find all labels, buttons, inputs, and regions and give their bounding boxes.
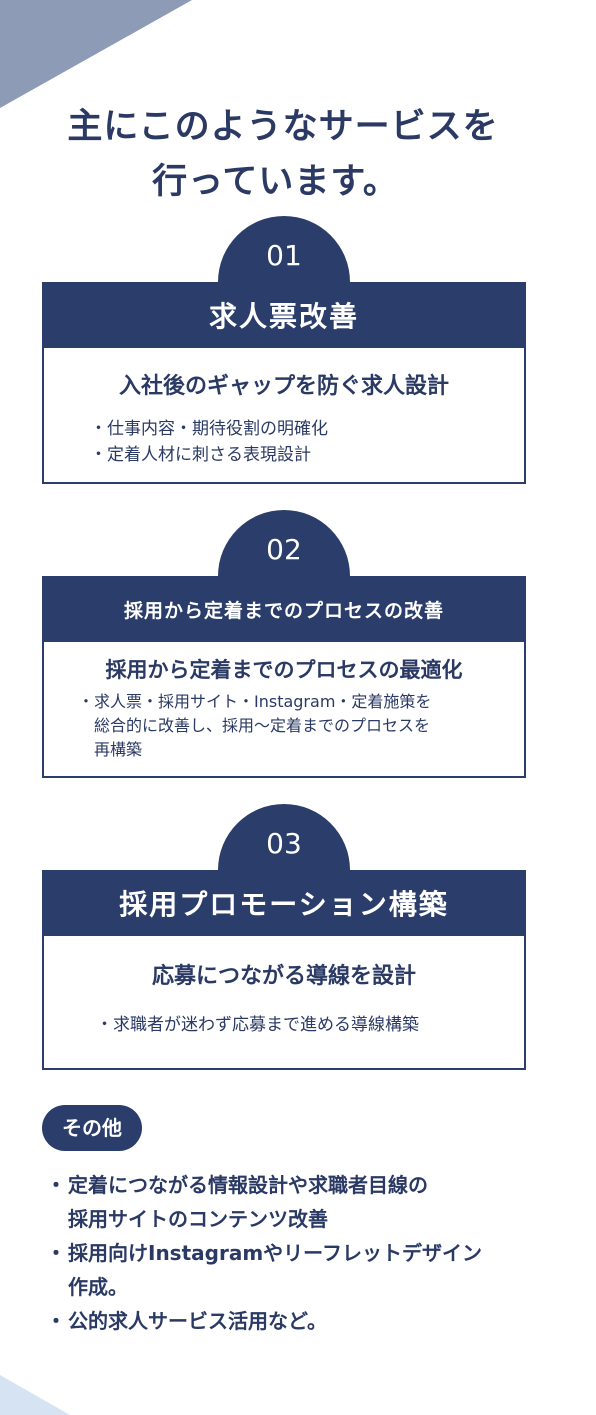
service-header: 求人票改善 [42,282,526,348]
service-number-tab: 02 [218,510,350,576]
other-badge: その他 [42,1105,142,1151]
page-title-line1: 主にこのようなサービスを [67,107,499,147]
bullet-mark: ・ [46,1173,66,1197]
service-body: 応募につながる導線を設計 ・求職者が迷わず応募まで進める導線構築 [42,936,526,1070]
corner-decoration-top [0,0,192,108]
list-item: ・仕事内容・期待役割の明確化 [90,419,328,439]
list-item: ・定着人材に刺さる表現設計 [90,445,311,465]
service-subtitle: 応募につながる導線を設計 [151,964,416,989]
service-header: 採用プロモーション構築 [42,870,526,936]
other-item-line1: 公的求人サービス活用など。 [68,1309,327,1333]
corner-decoration-bottom [0,1375,70,1415]
service-card-02: 02 採用から定着までのプロセスの改善 採用から定着までのプロセスの最適化 ・求… [42,510,526,778]
service-header-label: 採用から定着までのプロセスの改善 [123,599,444,622]
service-bullets: ・仕事内容・期待役割の明確化 ・定着人材に刺さる表現設計 [44,416,524,468]
other-list: ・ 定着につながる情報設計や求職者目線の 採用サイトのコンテンツ改善 ・ 採用向… [42,1168,542,1338]
service-card-01: 01 求人票改善 入社後のギャップを防ぐ求人設計 ・仕事内容・期待役割の明確化 … [42,216,526,484]
service-card-03: 03 採用プロモーション構築 応募につながる導線を設計 ・求職者が迷わず応募まで… [42,804,526,1070]
bullet-mark: ・ [46,1309,66,1333]
list-item: ・求人票・採用サイト・Instagram・定着施策を [78,692,432,711]
other-item-line2: 作成。 [68,1275,128,1299]
page-title: 主にこのようなサービスを 行っています。 [0,100,566,210]
service-header-label: 採用プロモーション構築 [119,888,449,921]
other-item-line1: 採用向けInstagramやリーフレットデザイン [68,1241,482,1265]
list-item: ・ 採用向けInstagramやリーフレットデザイン 作成。 [42,1236,542,1304]
page-title-line2: 行っています。 [152,162,399,202]
list-item: ・求職者が迷わず応募まで進める導線構築 [96,1015,419,1035]
bullet-mark: ・ [46,1241,66,1265]
service-subtitle: 入社後のギャップを防ぐ求人設計 [118,374,449,399]
service-header-label: 求人票改善 [208,300,359,333]
list-item: ・ 定着につながる情報設計や求職者目線の 採用サイトのコンテンツ改善 [42,1168,542,1236]
service-header: 採用から定着までのプロセスの改善 [42,576,526,642]
service-body: 採用から定着までのプロセスの最適化 ・求人票・採用サイト・Instagram・定… [42,642,526,778]
service-number-tab: 03 [218,804,350,870]
service-bullets: ・求職者が迷わず応募まで進める導線構築 [44,1012,524,1038]
list-item: 総合的に改善し、採用〜定着までのプロセスを [94,716,431,735]
service-number-tab: 01 [218,216,350,282]
service-bullets: ・求人票・採用サイト・Instagram・定着施策を 総合的に改善し、採用〜定着… [44,690,524,762]
list-item: ・ 公的求人サービス活用など。 [42,1304,542,1338]
service-subtitle: 採用から定着までのプロセスの最適化 [105,658,463,682]
other-item-line1: 定着につながる情報設計や求職者目線の [68,1173,428,1197]
other-item-line2: 採用サイトのコンテンツ改善 [68,1207,328,1231]
service-body: 入社後のギャップを防ぐ求人設計 ・仕事内容・期待役割の明確化 ・定着人材に刺さる… [42,348,526,484]
list-item: 再構築 [94,740,143,759]
